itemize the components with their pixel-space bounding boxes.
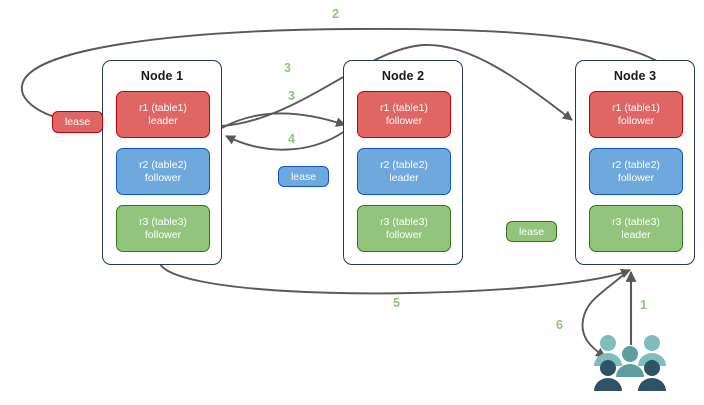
node-container-node2: Node 2 r1 (table1) follower r2 (table2) … bbox=[343, 60, 463, 265]
edge-3a-path bbox=[221, 44, 573, 127]
replica-n1r2[interactable]: r2 (table2) follower bbox=[116, 148, 210, 195]
replica-role: leader bbox=[621, 228, 651, 241]
edge-label-2: 2 bbox=[332, 7, 339, 21]
edge-label-6: 6 bbox=[556, 318, 563, 332]
replica-role: follower bbox=[617, 171, 655, 184]
node-container-node3: Node 3 r1 (table1) follower r2 (table2) … bbox=[575, 60, 695, 265]
replica-n1r3[interactable]: r3 (table3) follower bbox=[116, 205, 210, 252]
replica-role: leader bbox=[148, 114, 178, 127]
replica-n1r1[interactable]: r1 (table1) leader bbox=[116, 91, 210, 138]
replica-n2r1[interactable]: r1 (table1) follower bbox=[357, 91, 451, 138]
node-container-node1: Node 1 r1 (table1) leader r2 (table2) fo… bbox=[102, 60, 222, 265]
users-back-row bbox=[594, 335, 666, 366]
edge-label-1: 1 bbox=[640, 298, 647, 312]
users-front-row bbox=[594, 360, 666, 391]
edge-3b-path bbox=[221, 112, 346, 129]
replica-role: leader bbox=[389, 171, 419, 184]
replica-name: r1 (table1) bbox=[380, 101, 428, 114]
replica-role: follower bbox=[617, 114, 655, 127]
replica-name: r3 (table3) bbox=[380, 215, 428, 228]
lease-badge-green[interactable]: lease bbox=[506, 221, 557, 242]
replica-name: r2 (table2) bbox=[139, 158, 187, 171]
replica-name: r1 (table1) bbox=[612, 101, 660, 114]
replica-n2r3[interactable]: r3 (table3) follower bbox=[357, 205, 451, 252]
edge-6-path bbox=[581, 270, 629, 358]
replica-name: r2 (table2) bbox=[612, 158, 660, 171]
replica-name: r3 (table3) bbox=[139, 215, 187, 228]
node-title: Node 3 bbox=[613, 69, 657, 83]
replica-n3r1[interactable]: r1 (table1) follower bbox=[589, 91, 683, 138]
edge-label-4: 4 bbox=[288, 132, 295, 146]
replica-n3r3[interactable]: r3 (table3) leader bbox=[589, 205, 683, 252]
users-center-person bbox=[616, 346, 644, 377]
replica-n3r2[interactable]: r2 (table2) follower bbox=[589, 148, 683, 195]
edge-label-3b: 3 bbox=[288, 89, 295, 103]
edge-5-path bbox=[159, 263, 631, 295]
replica-role: follower bbox=[385, 228, 423, 241]
replica-role: follower bbox=[385, 114, 423, 127]
edge-label-5: 5 bbox=[393, 296, 400, 310]
replica-name: r2 (table2) bbox=[380, 158, 428, 171]
edge-4-path bbox=[225, 130, 346, 151]
node-title: Node 2 bbox=[381, 69, 425, 83]
node-title: Node 1 bbox=[140, 69, 184, 83]
replica-name: r1 (table1) bbox=[139, 101, 187, 114]
replica-n2r2[interactable]: r2 (table2) leader bbox=[357, 148, 451, 195]
users-icon[interactable] bbox=[588, 332, 672, 394]
lease-badge-red[interactable]: lease bbox=[52, 111, 103, 133]
replica-name: r3 (table3) bbox=[612, 215, 660, 228]
edge-label-3a: 3 bbox=[284, 61, 291, 75]
replica-role: follower bbox=[144, 228, 182, 241]
replica-role: follower bbox=[144, 171, 182, 184]
edge-2-path bbox=[21, 27, 682, 122]
lease-badge-blue[interactable]: lease bbox=[278, 166, 329, 187]
